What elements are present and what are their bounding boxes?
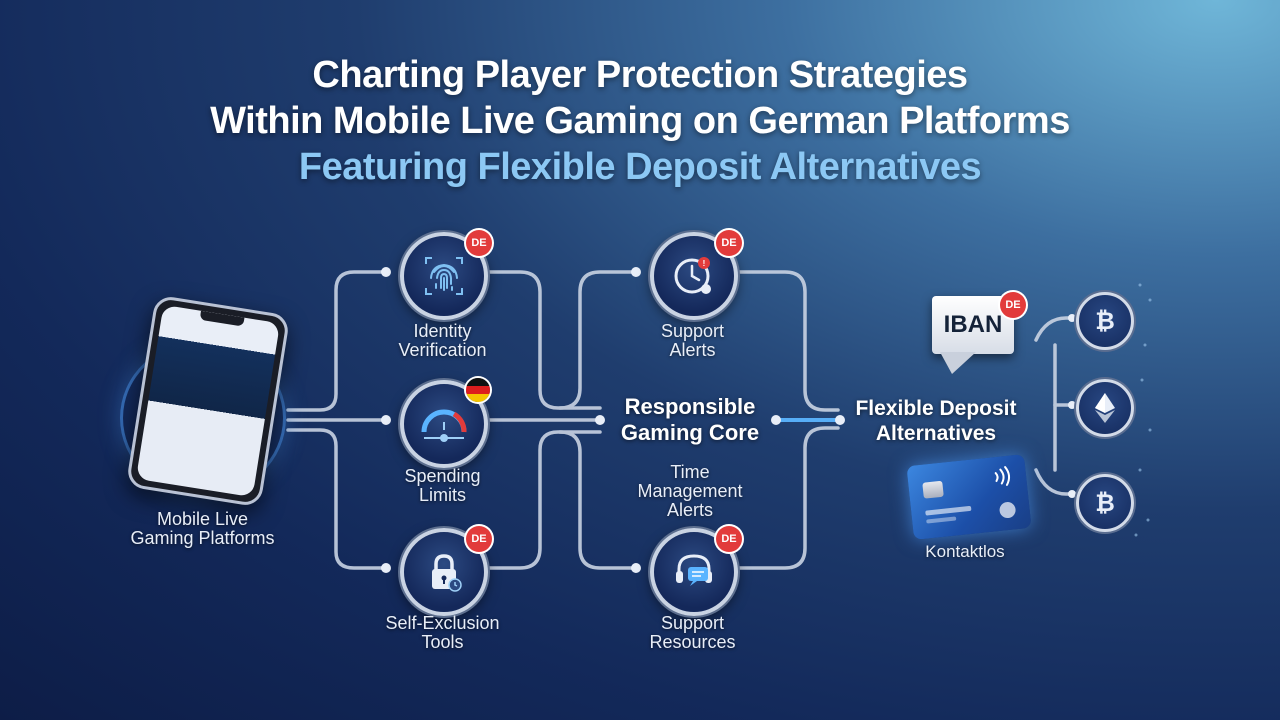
de-badge-iban: DE <box>1000 292 1026 318</box>
de-badge-identity: DE <box>466 230 492 256</box>
title-line-2: Within Mobile Live Gaming on German Plat… <box>210 100 1070 142</box>
de-badge-support-alerts: DE <box>716 230 742 256</box>
phone-notch <box>199 310 245 327</box>
iban-sign-tail <box>940 352 976 374</box>
bitcoin-icon: ₿ <box>1095 307 1115 335</box>
card-logo-circle <box>998 501 1017 519</box>
bitcoin-coin-bottom: ₿ <box>1076 474 1134 532</box>
phone-screen <box>135 304 281 498</box>
lock-icon <box>432 554 462 592</box>
germany-flag-icon <box>466 378 490 402</box>
de-badge-support-resources: DE <box>716 526 742 552</box>
contactless-card-icon <box>906 454 1032 540</box>
title-line-1: Charting Player Protection Strategies <box>312 54 968 96</box>
clock-icon: ! <box>674 257 711 294</box>
ethereum-icon <box>1095 393 1115 423</box>
kontaktlos-label: Kontaktlos <box>925 542 1005 561</box>
title-line-3: Featuring Flexible Deposit Alternatives <box>298 146 982 188</box>
card-name-stripe <box>926 516 957 524</box>
svg-text:!: ! <box>703 259 706 268</box>
support-resources-node <box>650 528 738 616</box>
de-badge-self-exclusion: DE <box>466 526 492 552</box>
bitcoin-coin-top: ₿ <box>1076 292 1134 350</box>
ethereum-coin <box>1076 379 1134 437</box>
bitcoin-icon: ₿ <box>1095 489 1115 517</box>
fingerprint-icon <box>425 257 463 295</box>
contactless-icon <box>994 466 1011 486</box>
gauge-icon <box>421 409 467 442</box>
card-number-stripe <box>925 505 972 516</box>
svg-text:₿: ₿ <box>1095 307 1115 335</box>
card-chip <box>922 480 944 499</box>
svg-text:₿: ₿ <box>1095 489 1115 517</box>
headset-icon <box>676 554 712 586</box>
